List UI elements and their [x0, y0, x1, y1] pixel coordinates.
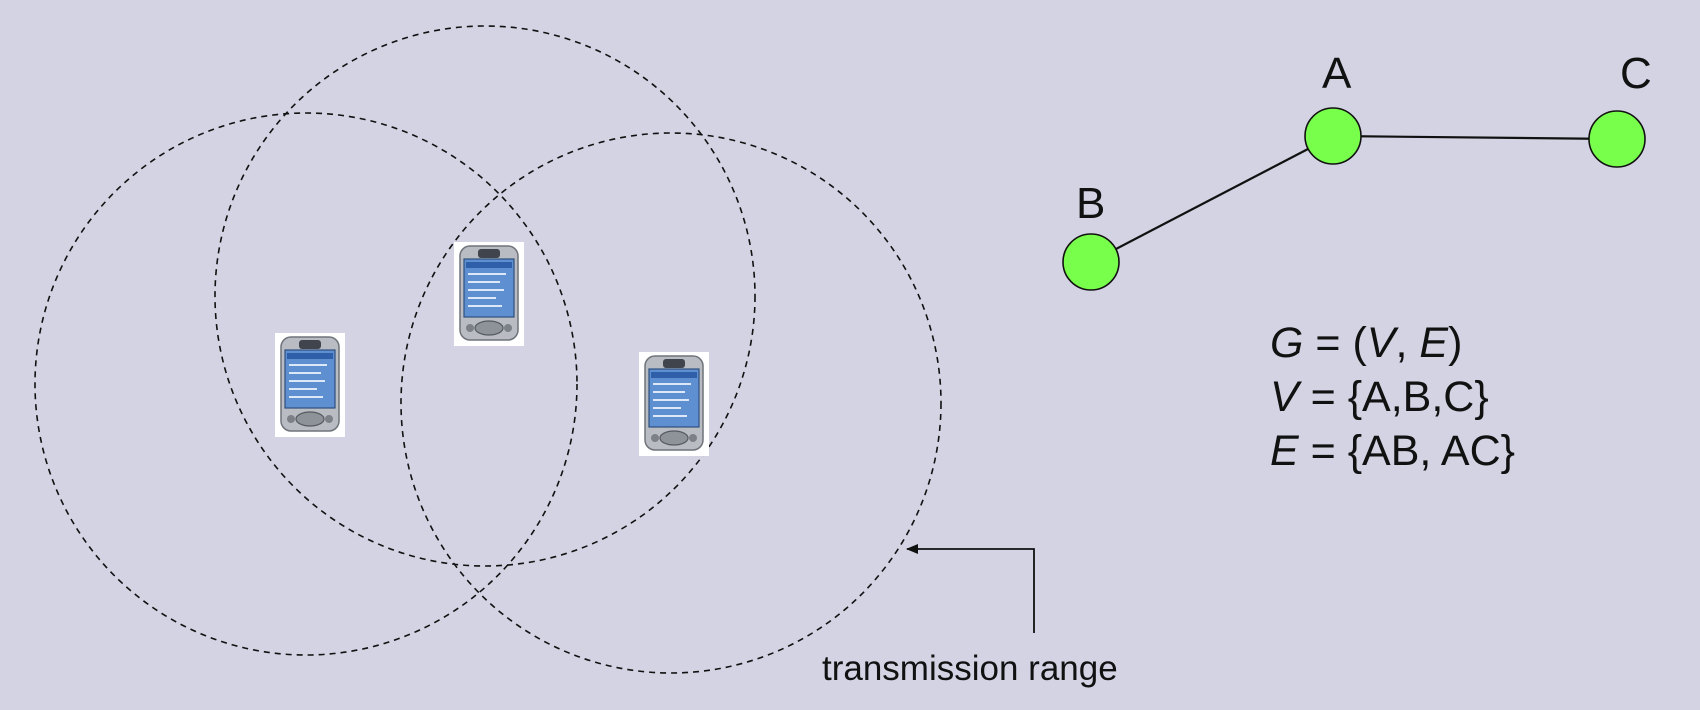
graph-node-a: A [1304, 49, 1362, 165]
pda-device-icon [638, 351, 710, 457]
graph-node-b: B [1062, 179, 1120, 291]
edge-set-symbol: E [1270, 427, 1299, 475]
vertex-set-symbol: V [1270, 373, 1299, 421]
transmission-range-caption: transmission range [822, 649, 1118, 688]
node-b-circle [1062, 233, 1120, 291]
pda-device-icon [274, 332, 346, 438]
edge-set-values: = {AB, AC} [1298, 427, 1516, 475]
graph-definition: G = (V, E) V = {A,B,C} E = {AB, AC} [1270, 316, 1515, 478]
graph-definition-line: G = (V, E) [1270, 316, 1515, 370]
edge-ab [1090, 135, 1334, 263]
formula-text: ) [1448, 319, 1463, 367]
vertex-set-line: V = {A,B,C} [1270, 370, 1515, 424]
graph-edges [1090, 134, 1618, 263]
edge-set-line: E = {AB, AC} [1270, 424, 1515, 478]
range-circle-left [34, 112, 578, 656]
formula-text: , [1395, 319, 1420, 367]
vertex-set-values: = {A,B,C} [1298, 373, 1489, 421]
graph-symbol: G [1270, 319, 1304, 367]
range-circle-middle [214, 25, 756, 567]
node-c-circle [1588, 110, 1646, 168]
range-circle-right [400, 132, 942, 674]
transmission-range-circles [34, 25, 942, 674]
pda-device-icon [453, 241, 525, 347]
node-a-circle [1304, 107, 1362, 165]
node-b-label: B [1076, 179, 1105, 228]
node-c-label: C [1620, 49, 1652, 98]
graph-node-c: C [1588, 49, 1652, 168]
node-a-label: A [1322, 49, 1352, 98]
vertex-set-symbol: V [1366, 319, 1396, 367]
edge-set-symbol: E [1419, 319, 1449, 367]
formula-text: = ( [1303, 319, 1367, 367]
edge-ac [1332, 134, 1618, 141]
transmission-range-arrow [906, 544, 1035, 633]
